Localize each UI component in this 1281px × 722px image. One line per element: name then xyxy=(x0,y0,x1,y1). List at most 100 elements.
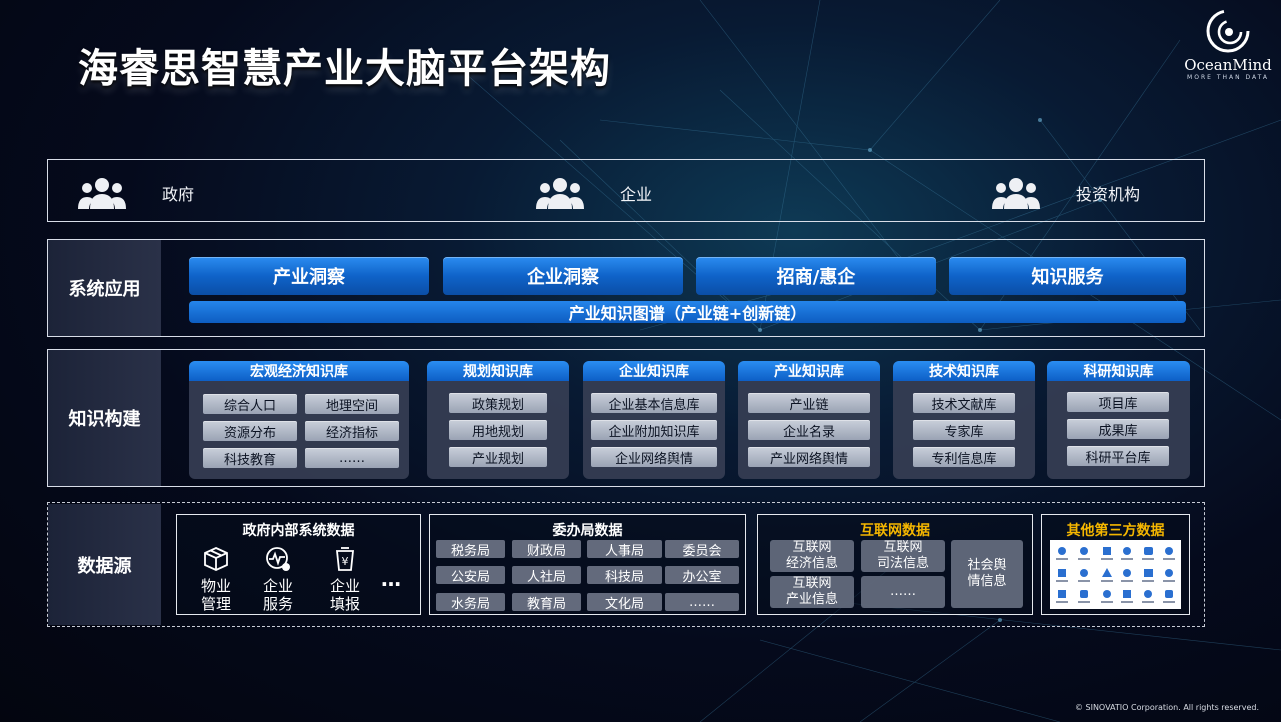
kb-item[interactable]: 技术文献库 xyxy=(913,393,1015,413)
internet-more[interactable]: …… xyxy=(861,576,945,608)
cell-line: 情信息 xyxy=(967,574,1007,589)
kb-title: 科研知识库 xyxy=(1047,361,1190,381)
kb-item[interactable]: 地理空间 xyxy=(305,394,399,414)
bureau-item[interactable]: 水务局 xyxy=(436,593,505,612)
gov-item-line: 服务 xyxy=(262,595,293,613)
bureau-item[interactable]: 财政局 xyxy=(512,540,581,559)
kb-item[interactable]: …… xyxy=(305,448,399,468)
gov-item-report[interactable]: ¥ 企业 填报 xyxy=(317,545,373,613)
internet-economic[interactable]: 互联网 经济信息 xyxy=(770,540,854,572)
user-label: 政府 xyxy=(162,185,195,204)
ds-gov-internal: 政府内部系统数据 物业 管理 企业 服务 ¥ 企业 填报 … xyxy=(176,514,421,615)
system-app-row: 系统应用 产业洞察 企业洞察 招商/惠企 知识服务 产业知识图谱（产业链+创新链… xyxy=(47,239,1205,337)
bureau-item[interactable]: 税务局 xyxy=(436,540,505,559)
kb-title: 企业知识库 xyxy=(583,361,725,381)
user-group-icon xyxy=(992,178,1040,209)
app-knowledge-service[interactable]: 知识服务 xyxy=(949,257,1186,295)
logo-tagline: MORE THAN DATA xyxy=(1187,74,1269,81)
cell-line: …… xyxy=(890,584,916,599)
third-party-logos-icon xyxy=(1050,540,1181,609)
kb-item[interactable]: 企业附加知识库 xyxy=(591,420,717,440)
gov-item-line: 企业 xyxy=(329,577,360,595)
kb-item[interactable]: 资源分布 xyxy=(203,421,297,441)
knowledge-row: 知识构建 xyxy=(47,349,1205,487)
kb-item[interactable]: 产业链 xyxy=(748,393,870,413)
kb-item[interactable]: 用地规划 xyxy=(449,420,547,440)
bureau-item[interactable]: 教育局 xyxy=(512,593,581,612)
svg-text:¥: ¥ xyxy=(342,555,349,568)
kb-item[interactable]: 政策规划 xyxy=(449,393,547,413)
row-label: 数据源 xyxy=(48,504,161,625)
ds-title: 政府内部系统数据 xyxy=(242,523,355,539)
kb-item[interactable]: 产业规划 xyxy=(449,447,547,467)
kb-title: 规划知识库 xyxy=(427,361,569,381)
bureau-item[interactable]: …… xyxy=(665,593,739,611)
bureau-item[interactable]: 公安局 xyxy=(436,566,505,585)
cell-line: 互联网 xyxy=(792,576,832,591)
gov-item-line: 物业 xyxy=(200,577,231,595)
kb-item[interactable]: 企业基本信息库 xyxy=(591,393,717,413)
bureau-item[interactable]: 科技局 xyxy=(587,566,662,585)
kb-item[interactable]: 专利信息库 xyxy=(913,447,1015,467)
user-government: 政府 xyxy=(78,177,194,209)
kb-planning: 规划知识库 政策规划 用地规划 产业规划 xyxy=(427,361,569,479)
kb-item[interactable]: 专家库 xyxy=(913,420,1015,440)
kb-research: 科研知识库 项目库 成果库 科研平台库 xyxy=(1047,361,1190,479)
user-group-icon xyxy=(78,178,126,209)
app-industry-insight[interactable]: 产业洞察 xyxy=(189,257,429,295)
kb-item[interactable]: 项目库 xyxy=(1067,392,1169,412)
gov-item-property[interactable]: 物业 管理 xyxy=(188,545,244,613)
service-monitor-icon xyxy=(266,547,290,571)
yuan-report-icon: ¥ xyxy=(336,547,354,571)
cell-line: 社会舆 xyxy=(967,558,1007,573)
kb-item[interactable]: 产业网络舆情 xyxy=(748,447,870,467)
cell-line: 互联网 xyxy=(792,540,832,555)
gov-item-line: 管理 xyxy=(200,595,231,613)
user-label: 企业 xyxy=(620,185,653,204)
kb-item[interactable]: 经济指标 xyxy=(305,421,399,441)
ds-third-party: 其他第三方数据 xyxy=(1041,514,1190,615)
gov-more: … xyxy=(381,567,401,591)
kb-item[interactable]: 综合人口 xyxy=(203,394,297,414)
logo: OceanMind MORE THAN DATA xyxy=(1183,8,1273,81)
kb-item[interactable]: 成果库 xyxy=(1067,419,1169,439)
user-group-icon xyxy=(536,178,584,209)
bureau-item[interactable]: 人社局 xyxy=(512,566,581,585)
cell-line: 产业信息 xyxy=(785,592,838,607)
kb-industry: 产业知识库 产业链 企业名录 产业网络舆情 xyxy=(738,361,880,479)
kb-enterprise: 企业知识库 企业基本信息库 企业附加知识库 企业网络舆情 xyxy=(583,361,725,479)
user-enterprise: 企业 xyxy=(536,177,652,209)
kb-item[interactable]: 科技教育 xyxy=(203,448,297,468)
bureau-item[interactable]: 委员会 xyxy=(665,540,739,559)
bureau-item[interactable]: 办公室 xyxy=(665,566,739,585)
kb-title: 宏观经济知识库 xyxy=(189,361,409,381)
kb-technology: 技术知识库 技术文献库 专家库 专利信息库 xyxy=(893,361,1035,479)
ds-title: 委办局数据 xyxy=(552,523,623,539)
industry-knowledge-graph-bar[interactable]: 产业知识图谱（产业链+创新链） xyxy=(189,301,1186,323)
internet-public-opinion[interactable]: 社会舆 情信息 xyxy=(951,540,1023,608)
kb-item[interactable]: 企业网络舆情 xyxy=(591,447,717,467)
copyright: © SINOVATIO Corporation. All rights rese… xyxy=(1074,703,1259,712)
logo-name: OceanMind xyxy=(1184,56,1272,74)
row-label: 知识构建 xyxy=(48,350,161,486)
cell-line: 经济信息 xyxy=(785,556,838,571)
user-investor: 投资机构 xyxy=(992,177,1140,209)
bureau-item[interactable]: 人事局 xyxy=(587,540,662,559)
kb-item[interactable]: 科研平台库 xyxy=(1067,446,1169,466)
page-title: 海睿思智慧产业大脑平台架构 xyxy=(78,46,611,92)
gov-item-line: 企业 xyxy=(262,577,293,595)
app-enterprise-insight[interactable]: 企业洞察 xyxy=(443,257,683,295)
ds-bureau: 委办局数据 税务局 财政局 人事局 委员会 公安局 人社局 科技局 办公室 水务… xyxy=(429,514,746,615)
internet-judicial[interactable]: 互联网 司法信息 xyxy=(861,540,945,572)
bureau-item[interactable]: 文化局 xyxy=(587,593,662,612)
cell-line: 司法信息 xyxy=(876,556,929,571)
gov-item-service[interactable]: 企业 服务 xyxy=(250,545,306,613)
datasource-row: 数据源 xyxy=(47,502,1205,627)
kb-item[interactable]: 企业名录 xyxy=(748,420,870,440)
kb-macro-economy: 宏观经济知识库 综合人口 地理空间 资源分布 经济指标 科技教育 …… xyxy=(189,361,409,479)
gov-item-line: 填报 xyxy=(329,595,360,613)
app-investment-promotion[interactable]: 招商/惠企 xyxy=(696,257,936,295)
package-icon xyxy=(204,547,228,571)
internet-industry[interactable]: 互联网 产业信息 xyxy=(770,576,854,608)
ds-title: 其他第三方数据 xyxy=(1066,523,1165,539)
